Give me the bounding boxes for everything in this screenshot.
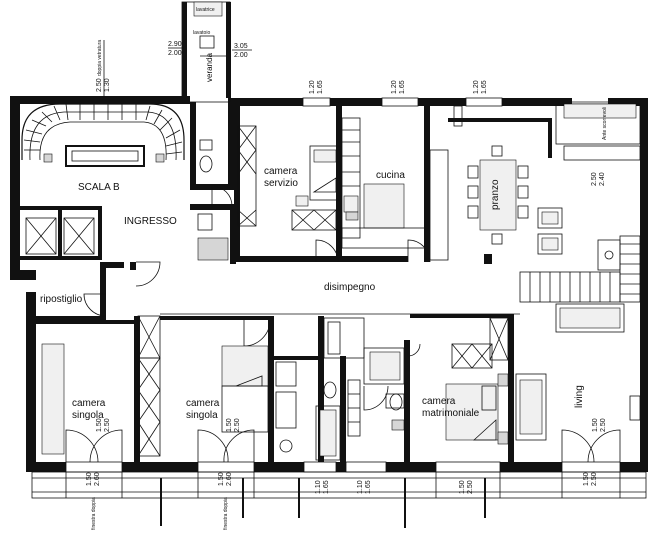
dim-door-c-top: 1.50 <box>592 418 599 432</box>
veranda: lavatrice lavatoio veranda 2.90 2.00 3.0… <box>168 1 252 103</box>
living-label: living <box>574 385 585 408</box>
lavatoio-label: lavatoio <box>193 30 210 36</box>
ripostiglio: ripostiglio <box>36 268 107 322</box>
scala-b-label: SCALA B <box>78 182 120 193</box>
dim-bot-win4-a: 1.10 <box>357 480 364 494</box>
living: living 1.50 2.50 <box>515 303 641 463</box>
dim-bot-win1-note: finestra doppia <box>91 497 97 530</box>
bottom-window-dimensions: 1.50 2.60 finestra doppia 1.50 2.60 fine… <box>65 461 621 530</box>
dim-top-win2-a: 1.20 <box>391 80 398 94</box>
dim-top-win3-a: 1.20 <box>473 80 480 94</box>
dim-bot-win5-b: 2.50 <box>467 480 474 494</box>
dim-top-win3-b: 1.65 <box>481 80 488 94</box>
dim-door-a-bottom: 2.50 <box>104 418 111 432</box>
dim-door-a-top: 1.50 <box>96 418 103 432</box>
camera-matrimoniale: camera matrimoniale <box>410 314 514 462</box>
dim-bot-win2-note: finestra doppia <box>223 497 229 530</box>
disimpegno-label: disimpegno <box>324 282 376 293</box>
bathrooms-centre <box>274 316 421 462</box>
internal-stair <box>519 235 641 303</box>
camera-singola-b-label-1: camera <box>186 398 220 409</box>
top-window-dimensions: 1.20 1.65 1.20 1.65 1.20 1.65 <box>302 80 608 107</box>
ante-scorrevoli-label: Ante scorrevoli <box>602 107 608 140</box>
camera-matrimoniale-label-2: matrimoniale <box>422 408 480 419</box>
cucina-label: cucina <box>376 170 405 181</box>
dim-scala-window-top: 2.50 <box>96 78 103 92</box>
dim-door-b-bottom: 2.50 <box>234 418 241 432</box>
dim-bot-win3-a: 1.10 <box>315 480 322 494</box>
bath-small <box>190 102 236 264</box>
camera-singola-a-label-2: singola <box>72 410 104 421</box>
dim-bot-win3-b: 1.65 <box>323 480 330 494</box>
dim-scala-window-bottom: 1.30 <box>104 78 111 92</box>
dim-bot-win2-b: 2.60 <box>226 472 233 486</box>
dim-bot-win6-b: 2.50 <box>591 472 598 486</box>
camera-singola-a-label-1: camera <box>72 398 106 409</box>
camera-singola-b: camera singola 1.50 2.50 <box>160 316 274 463</box>
dim-pranzo-b: 2.40 <box>599 172 606 186</box>
lavatrice-label: lavatrice <box>196 7 215 13</box>
cucina: cucina <box>341 105 463 263</box>
dim-bot-win6-a: 1.50 <box>583 472 590 486</box>
pranzo-label: pranzo <box>490 179 501 210</box>
dim-scala-window-note: doppia vetratura <box>97 40 103 76</box>
dim-pranzo-a: 2.50 <box>591 172 598 186</box>
dim-door-b-top: 1.50 <box>226 418 233 432</box>
dim-bot-win2-a: 1.50 <box>218 472 225 486</box>
dim-bot-win5-a: 1.50 <box>459 480 466 494</box>
dim-top-win2-b: 1.65 <box>399 80 406 94</box>
dim-veranda-left-bottom: 2.00 <box>168 50 182 57</box>
camera-servizio-label-1: camera <box>264 166 298 177</box>
ripostiglio-label: ripostiglio <box>40 294 83 305</box>
dim-veranda-right-bottom: 2.00 <box>234 52 248 59</box>
stair-area: 2.50 doppia vetratura 1.30 SCALA B <box>20 40 190 193</box>
camera-servizio: camera servizio <box>234 102 342 263</box>
camera-singola-b-label-2: singola <box>186 410 218 421</box>
ingresso-label: INGRESSO <box>124 216 177 227</box>
ingresso-area: INGRESSO <box>20 206 177 287</box>
veranda-label: veranda <box>205 53 214 82</box>
dim-door-c-bottom: 2.50 <box>600 418 607 432</box>
balcony <box>31 471 647 528</box>
pranzo: pranzo Ante scorrevoli 2.50 2.40 <box>448 103 641 264</box>
dim-top-win1-b: 1.65 <box>317 80 324 94</box>
dim-veranda-right-top: 3.05 <box>234 43 248 50</box>
dim-bot-win1-b: 2.60 <box>94 472 101 486</box>
wardrobe-servizio <box>237 125 337 231</box>
camera-singola-a: camera singola 1.50 2.50 <box>36 315 161 463</box>
stair-treads <box>23 103 183 155</box>
camera-matrimoniale-label-1: camera <box>422 396 456 407</box>
dim-bot-win1-a: 1.50 <box>86 472 93 486</box>
dim-bot-win4-b: 1.65 <box>365 480 372 494</box>
dim-veranda-left-top: 2.90 <box>168 41 182 48</box>
camera-servizio-label-2: servizio <box>264 178 298 189</box>
dim-top-win1-a: 1.20 <box>309 80 316 94</box>
